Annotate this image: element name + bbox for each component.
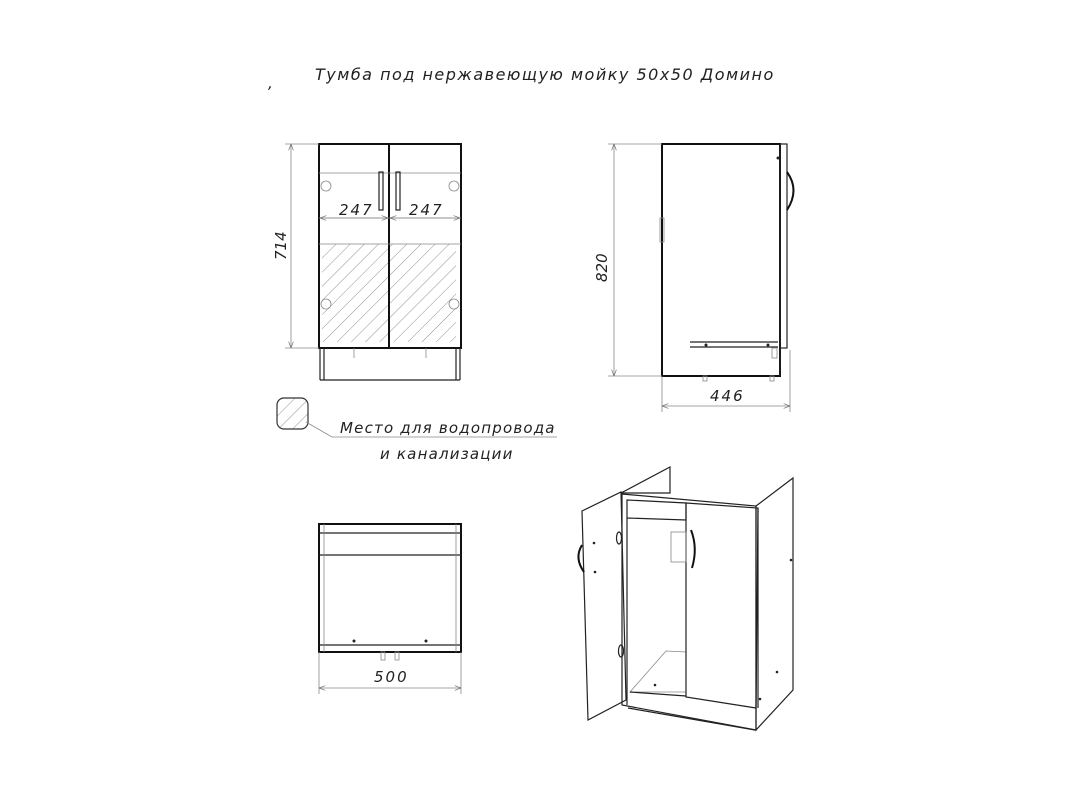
width-dim-500: 500 [374, 668, 409, 686]
handle-right [395, 171, 401, 211]
legend-line1: Место для водопровода [340, 419, 556, 437]
legend-hatch-swatch [276, 397, 309, 430]
side-view: 820 446 [593, 143, 795, 412]
door-width-left-dim: 247 [339, 201, 374, 219]
drawing-title: Тумба под нержавеющую мойку 50х50 Домино [315, 65, 775, 84]
height-dim-820: 820 [593, 253, 611, 282]
front-view: 714 247 247 [272, 143, 462, 381]
handle-side [786, 171, 795, 211]
height-dim-714: 714 [272, 231, 290, 260]
door-width-right-dim: 247 [409, 201, 444, 219]
stray-mark: , [268, 74, 273, 92]
door-handle [690, 529, 696, 569]
legend: Место для водопровода и канализации [276, 397, 557, 463]
top-view: 500 [318, 523, 462, 694]
depth-dim-446: 446 [710, 387, 745, 405]
handle-left [378, 171, 384, 211]
isometric-view [577, 466, 794, 732]
left-door-open [581, 491, 627, 721]
legend-line2: и канализации [380, 445, 514, 463]
right-door [685, 502, 759, 709]
